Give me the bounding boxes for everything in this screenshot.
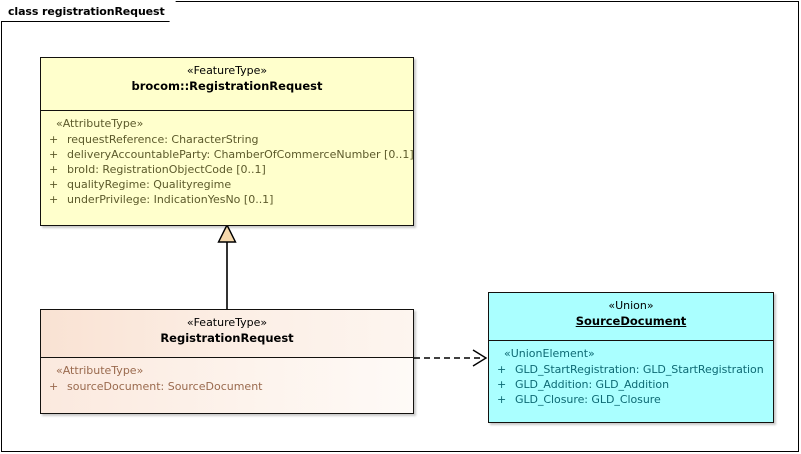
attribute-text: sourceDocument: SourceDocument bbox=[67, 380, 263, 393]
attribute-row[interactable]: + GLD_Addition: GLD_Addition bbox=[493, 377, 769, 392]
attribute-visibility: + bbox=[49, 163, 59, 176]
attribute-row[interactable]: + GLD_StartRegistration: GLD_StartRegist… bbox=[493, 362, 769, 377]
diagram-title-tab[interactable]: class registrationRequest bbox=[1, 1, 171, 21]
compartment-stereotype: «UnionElement» bbox=[504, 347, 595, 360]
class-header-registration-request: «FeatureType» RegistrationRequest bbox=[41, 310, 413, 358]
attribute-text: GLD_Addition: GLD_Addition bbox=[515, 378, 669, 391]
class-header-brocom-registration-request: «FeatureType» brocom::RegistrationReques… bbox=[41, 58, 413, 111]
class-name: brocom::RegistrationRequest bbox=[131, 79, 323, 93]
attribute-visibility: + bbox=[49, 148, 59, 161]
class-name: SourceDocument bbox=[575, 314, 687, 328]
attribute-text: requestReference: CharacterString bbox=[67, 133, 259, 146]
compartment-stereotype: «AttributeType» bbox=[56, 117, 144, 130]
compartment-stereotype: «AttributeType» bbox=[56, 364, 144, 377]
attribute-row[interactable]: + broId: RegistrationObjectCode [0..1] bbox=[45, 162, 409, 177]
class-box-brocom-registration-request[interactable]: «FeatureType» brocom::RegistrationReques… bbox=[40, 57, 414, 226]
attribute-row[interactable]: + underPrivilege: IndicationYesNo [0..1] bbox=[45, 192, 409, 207]
class-stereotype: «Union» bbox=[608, 299, 654, 312]
attribute-row[interactable]: + sourceDocument: SourceDocument bbox=[45, 379, 409, 394]
attribute-visibility: + bbox=[49, 380, 59, 393]
attribute-text: GLD_Closure: GLD_Closure bbox=[515, 393, 661, 406]
class-attributes-compartment: «AttributeType» + requestReference: Char… bbox=[41, 111, 414, 225]
attribute-visibility: + bbox=[497, 363, 507, 376]
attribute-row[interactable]: + GLD_Closure: GLD_Closure bbox=[493, 392, 769, 407]
class-attributes-compartment: «UnionElement» + GLD_StartRegistration: … bbox=[489, 341, 773, 422]
attribute-visibility: + bbox=[49, 133, 59, 146]
diagram-title-label: class registrationRequest bbox=[8, 4, 165, 18]
class-stereotype: «FeatureType» bbox=[186, 316, 268, 329]
attribute-visibility: + bbox=[49, 178, 59, 191]
attribute-text: underPrivilege: IndicationYesNo [0..1] bbox=[67, 193, 274, 206]
class-header-source-document: «Union» SourceDocument bbox=[489, 293, 773, 341]
attribute-text: broId: RegistrationObjectCode [0..1] bbox=[67, 163, 266, 176]
attribute-visibility: + bbox=[497, 393, 507, 406]
class-name: RegistrationRequest bbox=[160, 331, 294, 345]
attribute-row[interactable]: + qualityRegime: Qualityregime bbox=[45, 177, 409, 192]
attribute-row[interactable]: + requestReference: CharacterString bbox=[45, 132, 409, 147]
attribute-text: qualityRegime: Qualityregime bbox=[67, 178, 232, 191]
class-attributes-compartment: «AttributeType» + sourceDocument: Source… bbox=[41, 358, 413, 413]
attribute-text: deliveryAccountableParty: ChamberOfComme… bbox=[67, 148, 414, 161]
class-box-registration-request[interactable]: «FeatureType» RegistrationRequest «Attri… bbox=[40, 309, 414, 414]
attribute-text: GLD_StartRegistration: GLD_StartRegistra… bbox=[515, 363, 764, 376]
attribute-visibility: + bbox=[49, 193, 59, 206]
attribute-visibility: + bbox=[497, 378, 507, 391]
class-box-source-document[interactable]: «Union» SourceDocument «UnionElement» + … bbox=[488, 292, 774, 423]
class-stereotype: «FeatureType» bbox=[186, 64, 268, 77]
attribute-row[interactable]: + deliveryAccountableParty: ChamberOfCom… bbox=[45, 147, 414, 162]
